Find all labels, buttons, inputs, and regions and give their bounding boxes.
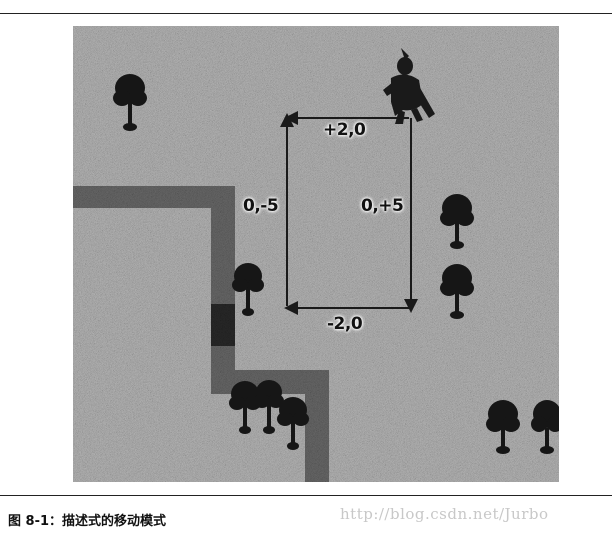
tree-icon [229, 381, 261, 434]
tree-icon [440, 194, 474, 249]
tree-icon [254, 380, 284, 434]
game-map: +2,0 0,-5 0,+5 -2,0 [73, 26, 559, 482]
tree-icon [277, 397, 309, 450]
tree-icon [531, 400, 559, 454]
tree-icon [113, 74, 559, 454]
tree-icon [113, 74, 147, 131]
tree-icon [486, 400, 520, 454]
top-rule [0, 13, 612, 14]
label-top: +2,0 [323, 120, 366, 140]
watermark: http://blog.csdn.net/Jurbo [340, 505, 549, 523]
label-bottom: -2,0 [327, 314, 363, 334]
bottom-rule [0, 495, 612, 496]
movement-pattern [280, 111, 418, 315]
map-canvas [73, 26, 559, 482]
label-right: 0,+5 [361, 196, 404, 216]
path-bottom-vertical [305, 370, 329, 482]
label-left: 0,-5 [243, 196, 279, 216]
path-horizontal [73, 186, 233, 208]
path-vertical [211, 186, 235, 386]
path-dark-patch [211, 304, 235, 346]
tree-icon [440, 264, 474, 319]
tree-icon [232, 263, 264, 316]
figure-caption: 图 8-1：描述式的移动模式 [8, 514, 167, 529]
warrior-sprite-icon [383, 48, 435, 124]
